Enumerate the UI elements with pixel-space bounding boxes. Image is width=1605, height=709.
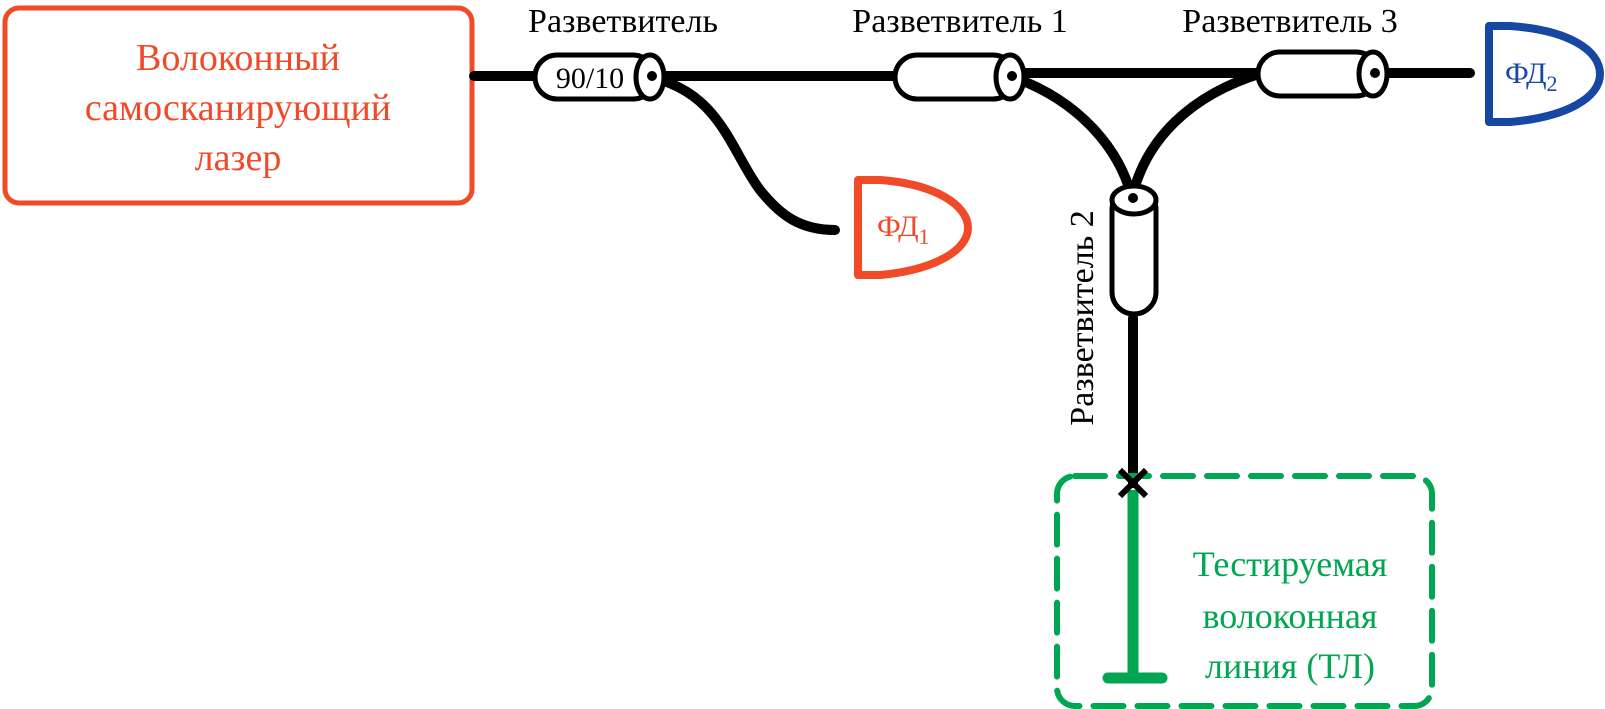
pd2-label: ФД2 [1505, 57, 1558, 96]
test-line-label-line2: волоконная [1203, 596, 1378, 636]
laser-block: Волоконный самосканирующий лазер [2, 5, 475, 206]
test-line-block: Тестируемая волоконная линия (ТЛ) [1054, 467, 1435, 709]
laser-box [2, 5, 475, 206]
pd2-detector: ФД2 [1485, 22, 1604, 126]
pd1-label-sub: 1 [919, 224, 930, 249]
pd1-label-main: ФД [877, 210, 919, 243]
splitter0-port [647, 71, 657, 81]
pd2-label-sub: 2 [1547, 71, 1558, 96]
splitter0: 90/10 Разветвитель [528, 3, 718, 102]
fiber-splitter0-to-pd1 [640, 71, 840, 235]
laser-label-line3: лазер [195, 137, 282, 179]
pd1-label: ФД1 [877, 210, 930, 249]
splitter1-label: Разветвитель 1 [852, 3, 1067, 40]
splitter3-label: Разветвитель 3 [1182, 3, 1397, 40]
connection-cross-icon [1117, 467, 1149, 499]
splitter3: Разветвитель 3 [1182, 3, 1398, 99]
test-line-label-line1: Тестируемая [1193, 544, 1388, 584]
splitter2-port [1128, 193, 1138, 203]
fibers [469, 68, 1475, 488]
splitter1-port [1007, 71, 1017, 81]
splitter1: Разветвитель 1 [852, 3, 1068, 102]
laser-label-line1: Волоконный [136, 37, 340, 79]
splitter2: Разветвитель 2 [1064, 183, 1159, 426]
laser-label-line2: самосканирующий [85, 87, 391, 129]
splitter0-label: Разветвитель [528, 3, 718, 40]
splitter3-port [1370, 68, 1380, 78]
test-line-dashed-box [1054, 473, 1435, 709]
splitter0-ratio: 90/10 [556, 62, 624, 95]
pd1-shape [854, 176, 972, 279]
fiber-splitter1-to-splitter2 [1005, 71, 1137, 203]
pd2-shape [1485, 22, 1604, 126]
splitter2-label: Разветвитель 2 [1064, 210, 1101, 425]
test-line-label-line3: линия (ТЛ) [1205, 646, 1375, 686]
fiber-splitter3-to-splitter2 [1127, 68, 1267, 203]
pd1-detector: ФД1 [854, 176, 972, 279]
pd2-label-main: ФД [1505, 57, 1547, 90]
